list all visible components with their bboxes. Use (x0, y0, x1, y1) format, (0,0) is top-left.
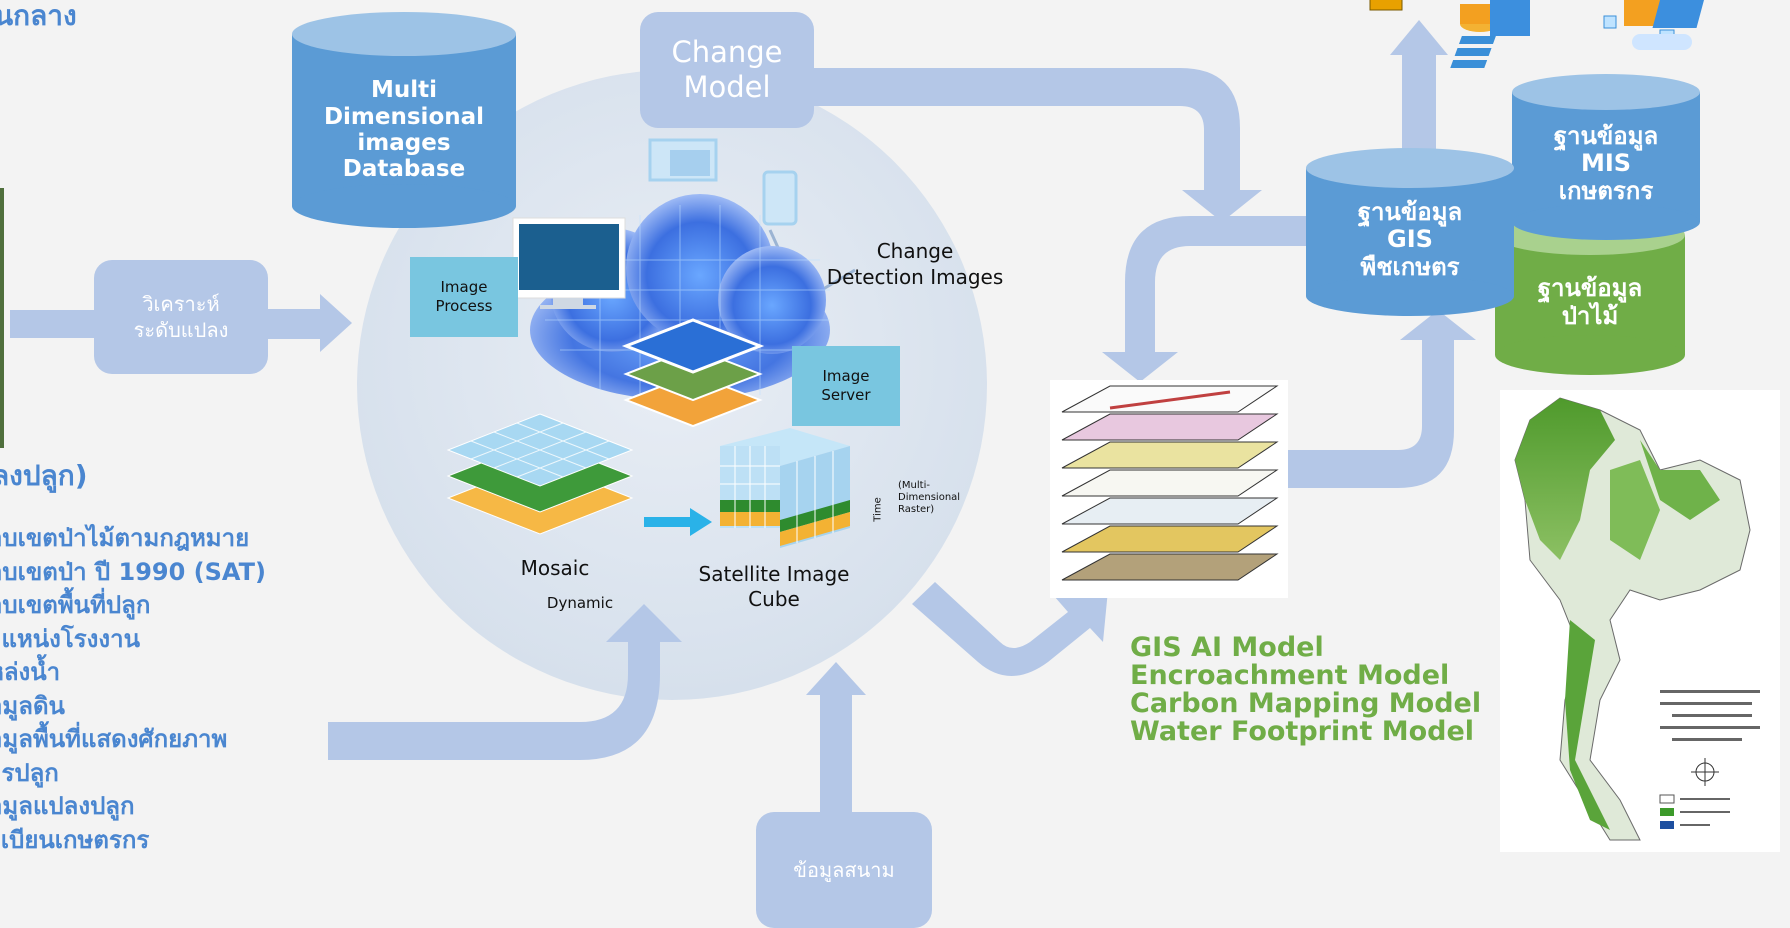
list-item: ารปลูก (0, 758, 59, 787)
model-item: Carbon Mapping Model (1130, 688, 1482, 719)
cylinder-gis-db (1306, 148, 1514, 316)
satellite-thumbnail (0, 188, 4, 448)
change-model-pill: Change Model (640, 12, 814, 128)
database-icons (1369, 0, 1706, 68)
cylinder-forest-db (1495, 215, 1685, 375)
field-data-pill: ข้อมูลสนาม (756, 812, 932, 928)
field-data-label: ข้อมูลสนาม (793, 858, 895, 882)
arrow-left-in (10, 310, 95, 338)
arrow-change-to-gis (810, 68, 1262, 222)
device-icons (648, 138, 798, 226)
multi-raster-label: (Multi- Dimensional Raster) (898, 480, 961, 515)
flow-arrows (10, 20, 1476, 815)
gis-layer-stack (1050, 380, 1288, 598)
left-subtitle: ลงปลูก) (0, 459, 88, 492)
satellite-cube-label: Satellite Image Cube (698, 562, 850, 611)
analyze-plot-label: วิเคราะห์ ระดับแปลง (133, 292, 229, 342)
arrow-gis-to-layers (1102, 216, 1310, 382)
list-item: อมูลแปลงปลูก (0, 792, 135, 820)
arrow-circle-to-models (912, 582, 1108, 676)
forest-db-label: ฐานข้อมูล ป่าไม้ (1537, 274, 1643, 330)
arrow-layers-to-gis (1285, 310, 1476, 488)
multi-db-label: Multi Dimensional images Database (323, 77, 485, 183)
image-process-box: Image Process (410, 257, 518, 337)
cylinder-multi-db (292, 12, 516, 228)
list-item: หล่งน้ำ (0, 658, 61, 686)
analyze-plot-pill: วิเคราะห์ ระดับแปลง (94, 260, 268, 374)
source-data-list: อบเขตป่าไม้ตามกฎหมาย อบเขตป่า ปี 1990 (S… (0, 522, 266, 857)
image-server-label: Image Server (821, 367, 871, 404)
time-axis-label: Time (872, 497, 884, 522)
arrow-field-up-head (806, 662, 866, 695)
list-item: อบเขตป่าไม้ตามกฎหมาย (0, 524, 250, 552)
cloud-layers (621, 318, 765, 428)
gis-db-label: ฐานข้อมูล GIS พืชเกษตร (1357, 197, 1463, 281)
change-model-label: Change Model (671, 35, 783, 104)
image-process-label: Image Process (435, 278, 493, 315)
list-item: อมูลดิน (0, 691, 65, 720)
arrow-mosaic-to-cube (644, 508, 712, 536)
header-title-fragment: นกลาง (0, 0, 77, 32)
list-item: อบเขตป่า ปี 1990 (SAT) (0, 557, 266, 586)
list-item: าแหน่งโรงงาน (0, 624, 140, 653)
models-list: GIS AI Model Encroachment Model Carbon M… (1130, 634, 1481, 746)
model-item: Encroachment Model (1130, 660, 1450, 691)
monitor-icon (512, 217, 626, 309)
change-detection-label: Change Detection Images (826, 239, 1004, 289)
list-item: อบเขตพื้นที่ปลูก (0, 591, 151, 619)
arrow-field-up-shaft (820, 695, 852, 815)
image-server-box: Image Server (792, 346, 900, 426)
model-item: GIS AI Model (1130, 632, 1324, 663)
arrow-analyze-head (320, 294, 352, 352)
satellite-cube (720, 428, 850, 548)
arrow-analyze-out (265, 309, 325, 339)
mis-db-label: ฐานข้อมูล MIS เกษตรกร (1553, 121, 1659, 205)
arrow-list-to-circle (328, 604, 682, 760)
list-item: อมูลพื้นที่แสดงศักยภาพ (0, 725, 228, 753)
mosaic-illustration (446, 413, 634, 535)
dynamic-label: Dynamic (546, 594, 614, 612)
list-item: ะเบียนเกษตรกร (0, 825, 150, 854)
thailand-map (1500, 390, 1780, 852)
model-item: Water Footprint Model (1130, 716, 1475, 747)
cylinder-mis-db (1512, 74, 1700, 240)
arrow-gis-up-shaft (1402, 55, 1436, 155)
mosaic-label: Mosaic (520, 556, 590, 580)
arrow-gis-up-head (1390, 20, 1448, 55)
